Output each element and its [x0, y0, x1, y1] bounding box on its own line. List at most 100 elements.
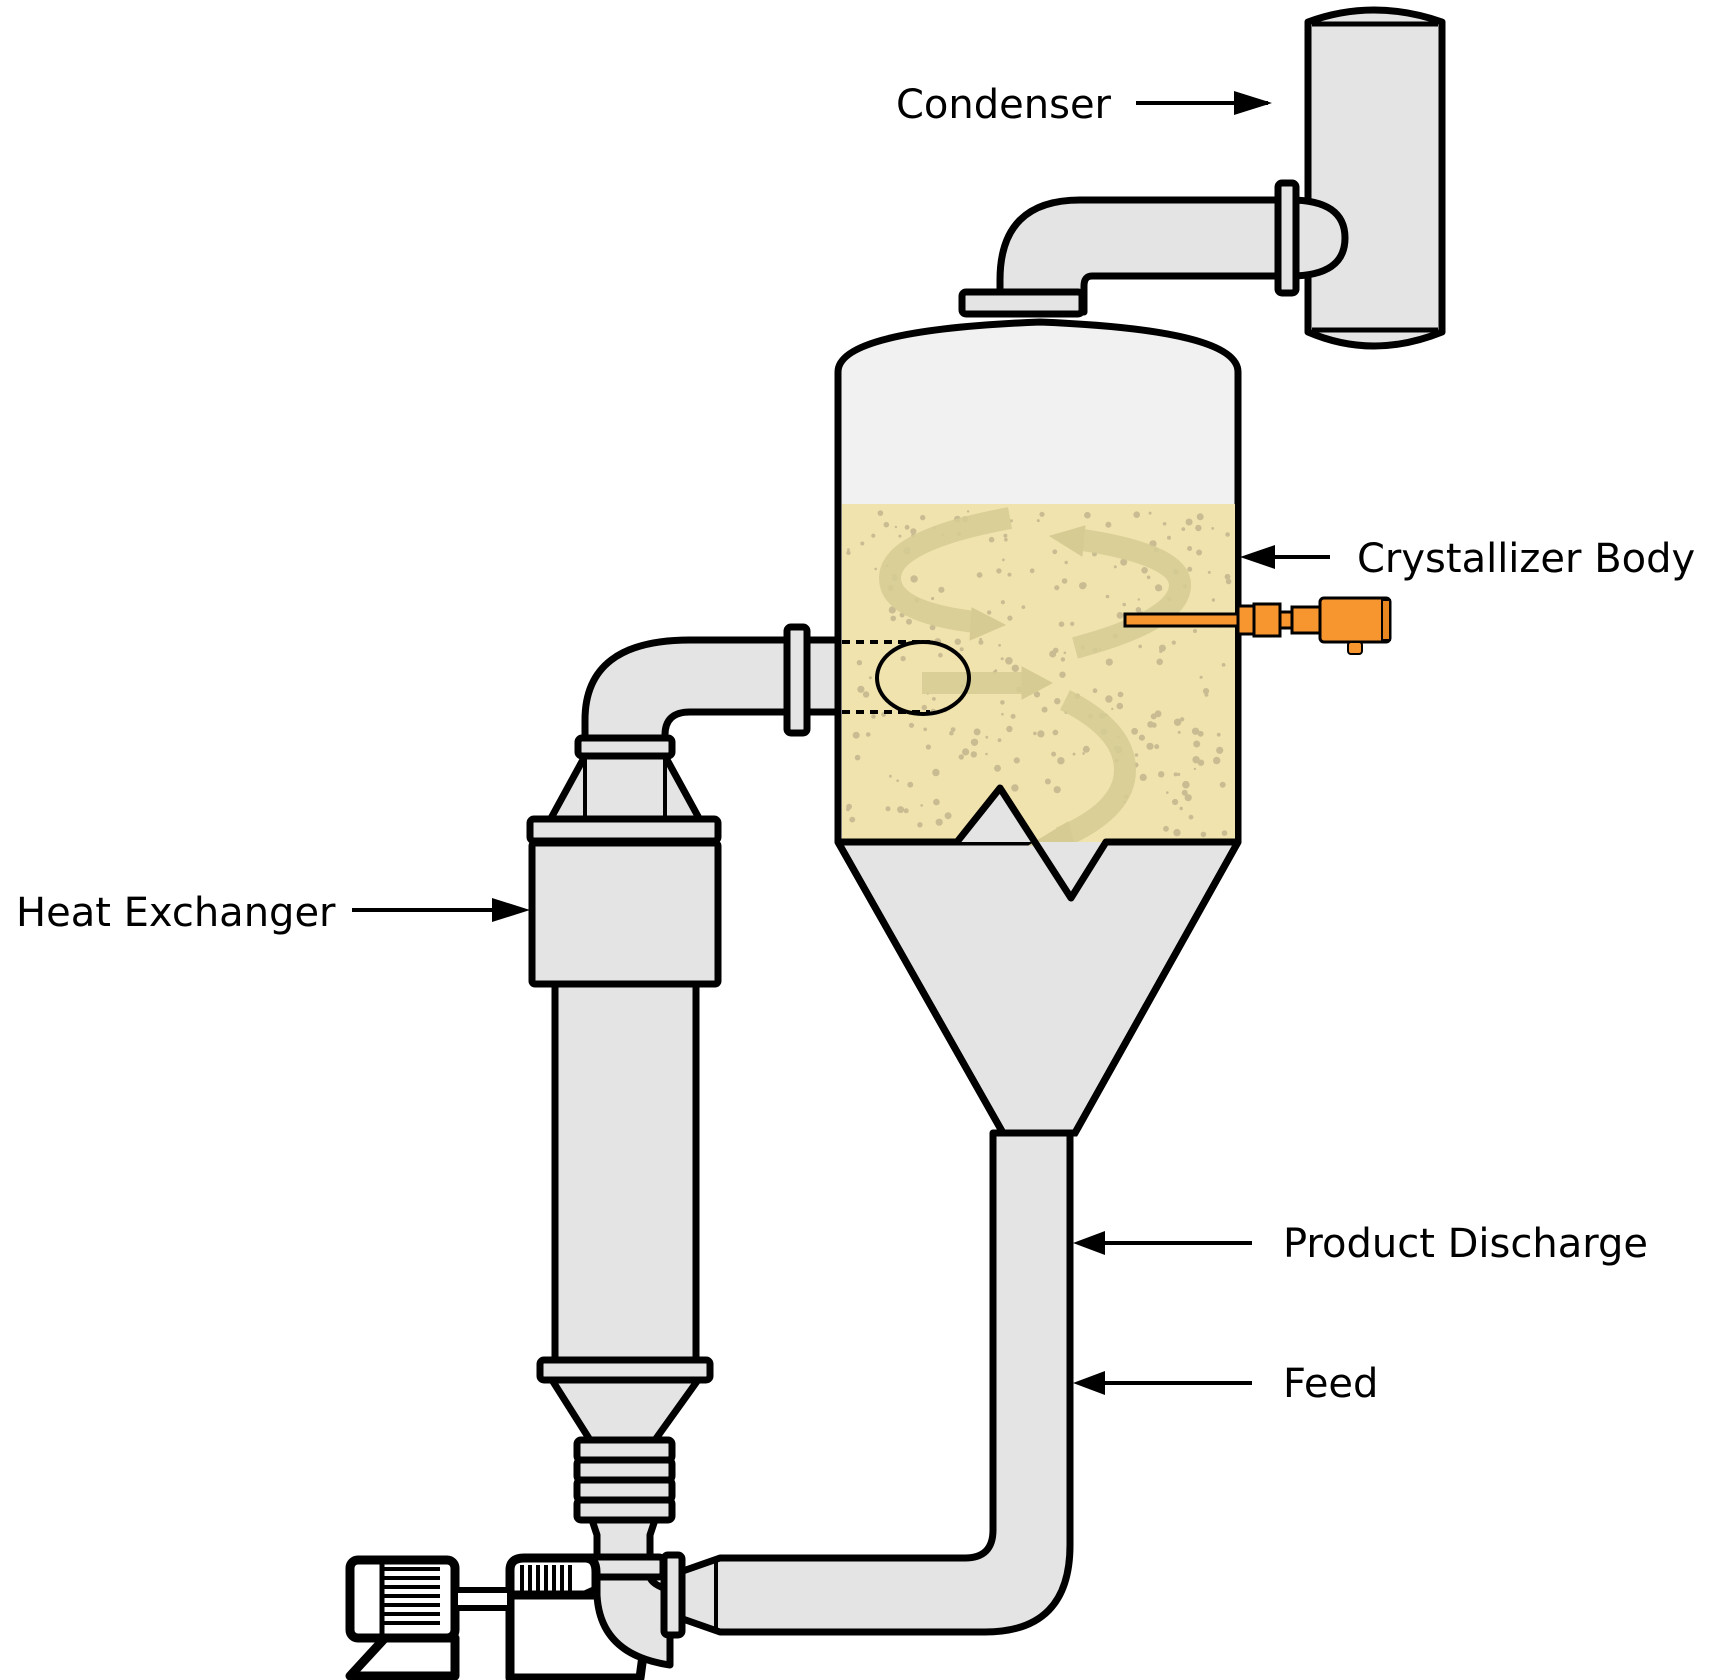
slurry-particle [1173, 772, 1178, 777]
slurry-particle [874, 567, 877, 571]
slurry-particle [890, 615, 896, 622]
slurry-particle [1082, 752, 1085, 755]
slurry-particle [857, 685, 865, 693]
level-sensor [1123, 596, 1392, 655]
circulation-pump [505, 1553, 674, 1680]
arrow-head [1240, 545, 1275, 569]
slurry-particle [1221, 663, 1226, 667]
slurry-particle [1111, 707, 1114, 711]
slurry-particle [932, 768, 940, 777]
slurry-particle [846, 803, 852, 810]
slurry-particle [985, 752, 988, 756]
slurry-particle [1156, 658, 1163, 666]
slurry-particle [877, 510, 884, 516]
slurry-particle [1225, 578, 1232, 585]
slurry-particle [966, 510, 970, 513]
slurry-particle [1057, 757, 1065, 765]
slurry-particle [1137, 598, 1141, 601]
label-heat-exchanger-text: Heat Exchanger [16, 890, 336, 936]
slurry-particle [910, 528, 917, 535]
slurry-particle [923, 727, 927, 732]
slurry-particle [846, 550, 851, 555]
label-crystallizer-body-text: Crystallizer Body [1357, 536, 1695, 582]
slurry-particle [871, 533, 876, 538]
slurry-particle [908, 722, 915, 728]
slurry-particle [1147, 721, 1154, 728]
slurry-particle [1000, 700, 1005, 705]
slurry-particle [978, 639, 984, 645]
slurry-particle [1204, 692, 1209, 697]
slurry-particle [954, 638, 961, 645]
slurry-particle [938, 652, 943, 658]
slurry-particle [1029, 568, 1035, 574]
slurry-particle [1039, 511, 1045, 517]
slurry-particle [897, 806, 905, 814]
slurry-particle [996, 568, 1002, 574]
slurry-particle [1173, 718, 1182, 726]
slurry-particle [950, 727, 956, 732]
slurry-particle [1072, 752, 1076, 756]
slurry-particle [944, 812, 952, 820]
slurry-particle [1187, 546, 1193, 551]
slurry-particle [1070, 621, 1075, 627]
heat-exchanger [526, 752, 722, 1581]
slurry-particle [1159, 649, 1163, 653]
slurry-particle [1173, 828, 1181, 837]
slurry-particle [1052, 647, 1059, 654]
slurry-particle [933, 798, 940, 806]
label-heat-exchanger: Heat Exchanger [16, 890, 530, 936]
slurry-particle [856, 660, 863, 666]
slurry-particle [935, 818, 943, 826]
slurry-particle [962, 748, 970, 756]
pump-motor [345, 1555, 513, 1680]
slurry-particle [1063, 651, 1067, 655]
slurry-particle [1197, 730, 1204, 737]
slurry-particle [1051, 751, 1057, 757]
slurry-particle [868, 676, 872, 680]
slurry-particle [907, 781, 914, 788]
slurry-particle [900, 655, 906, 662]
slurry-particle [1188, 814, 1194, 820]
slurry-particle [1000, 600, 1006, 605]
slurry-particle [1200, 831, 1207, 838]
label-feed: Feed [1073, 1361, 1378, 1407]
slurry-particle [1006, 725, 1013, 733]
slurry-particle [1054, 698, 1061, 705]
arrow-head [1234, 91, 1272, 115]
slurry-particle [1105, 695, 1113, 703]
slurry-particle [998, 643, 1001, 647]
slurry-particle [1181, 789, 1188, 796]
slurry-particle [1011, 784, 1019, 792]
slurry-particle [883, 521, 890, 528]
slurry-particle [1117, 691, 1124, 698]
slurry-particle [1004, 537, 1008, 542]
slurry-particle [888, 606, 896, 614]
slurry-particle [1193, 740, 1201, 748]
arrow-head [1073, 1231, 1105, 1255]
slurry-particle [1138, 734, 1145, 741]
slurry-particle [929, 624, 936, 631]
slurry-particle [1001, 712, 1004, 716]
slurry-particle [997, 738, 1002, 743]
slurry-particle [1202, 688, 1210, 695]
slurry-particle [1044, 778, 1051, 785]
slurry-particle [1167, 535, 1171, 540]
slurry-particle [1064, 560, 1068, 565]
label-condenser: Condenser [896, 82, 1272, 128]
slurry-particles [846, 510, 1232, 838]
slurry-particle [904, 524, 910, 530]
return-pipe [660, 1129, 1074, 1639]
slurry-particle [1002, 558, 1005, 562]
slurry-particle [1011, 664, 1019, 672]
slurry-particle [1053, 786, 1061, 794]
slurry-particle [959, 647, 964, 652]
slurry-particle [1131, 727, 1138, 735]
slurry-particle [1154, 744, 1160, 750]
slurry-particle [1146, 575, 1151, 580]
slurry-particle [920, 804, 923, 807]
slurry-particle [852, 731, 860, 739]
slurry-particle [920, 514, 926, 521]
slurry-particle [925, 744, 932, 750]
slurry-particle [1182, 780, 1190, 789]
slurry-particle [894, 525, 898, 529]
